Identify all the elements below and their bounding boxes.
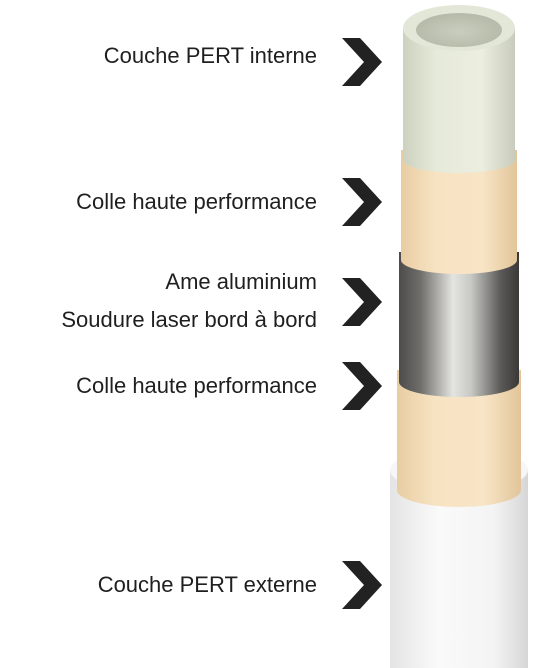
aluminium-layer [399, 252, 519, 397]
chevron-right-icon [342, 561, 382, 609]
chevron-right-icon [342, 362, 382, 410]
chevron-right-icon [342, 178, 382, 226]
layer-label-inner: Couche PERT interne [103, 43, 317, 68]
chevron-shape [342, 362, 382, 410]
layer-label-aluminium-line-2: Soudure laser bord à bord [61, 307, 317, 332]
chevron-shape [342, 561, 382, 609]
chevron-right-icon [342, 278, 382, 326]
chevron-shape [342, 178, 382, 226]
chevron-shape [342, 278, 382, 326]
layer-label-adhesive-top: Colle haute performance [76, 189, 317, 214]
chevron-shape [342, 38, 382, 86]
chevron-right-icon [342, 38, 382, 86]
inner-pert-layer [403, 5, 515, 173]
layer-label-adhesive-bottom: Colle haute performance [76, 373, 317, 398]
layer-label-aluminium-line-1: Ame aluminium [165, 269, 317, 294]
layer-label-outer: Couche PERT externe [97, 572, 317, 597]
pipe-bore [416, 13, 502, 47]
